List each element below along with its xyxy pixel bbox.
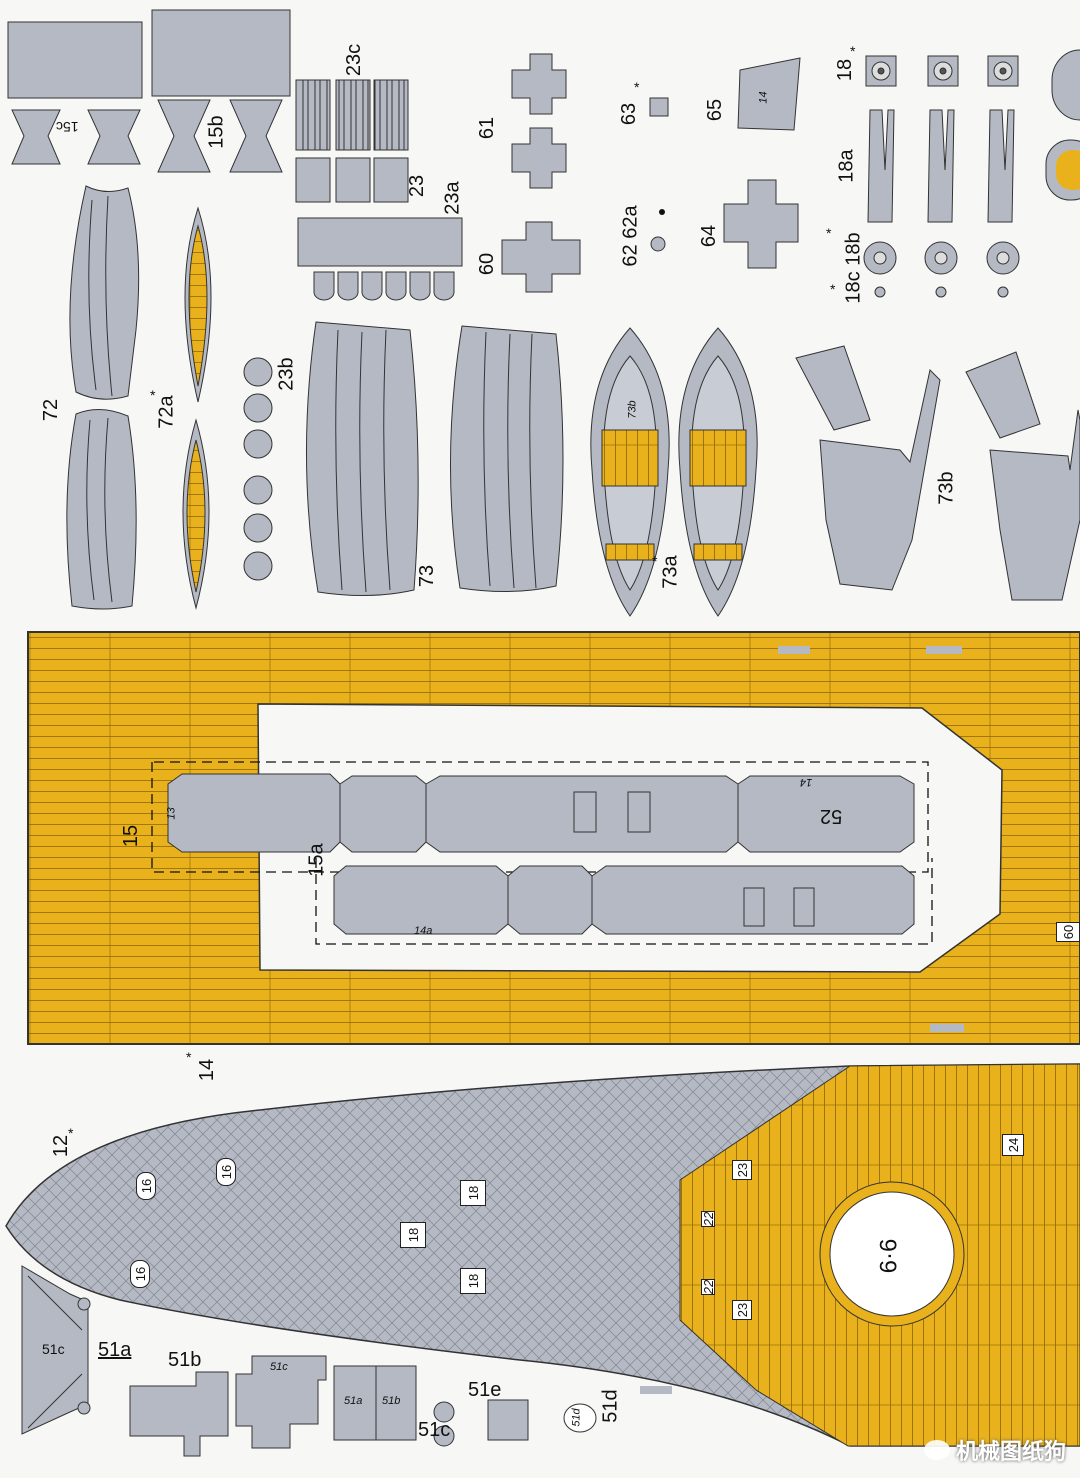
label-63-star: * xyxy=(634,79,640,95)
label-51c-frame: 51c xyxy=(42,1341,65,1357)
label-72a-star: * xyxy=(150,387,156,403)
label-51c-box: 51c xyxy=(270,1361,288,1373)
label-52: 52 xyxy=(820,805,843,827)
label-73: 73 xyxy=(416,564,439,588)
part-15a-strip xyxy=(333,865,915,935)
part-64-cross xyxy=(723,179,799,269)
label-14-big: 14 xyxy=(196,1058,219,1082)
part-73b-frames xyxy=(795,345,1080,601)
part-15c-panel xyxy=(7,21,143,99)
part-61-crosses xyxy=(511,53,567,189)
label-12-star: * xyxy=(68,1125,74,1141)
label-61: 61 xyxy=(476,116,499,140)
part-15b-panel xyxy=(151,9,291,97)
label-13: 13 xyxy=(165,807,178,820)
part-51-frame xyxy=(21,1265,91,1435)
label-23: 23 xyxy=(406,174,429,198)
marker-16: 16 xyxy=(136,1172,156,1200)
part-65 xyxy=(737,57,801,131)
label-23b: 23b xyxy=(275,357,298,391)
label-18a: 18a xyxy=(835,149,858,183)
label-51a-box: 51a xyxy=(344,1395,363,1407)
marker-18: 18 xyxy=(400,1222,426,1248)
label-73b: 73b xyxy=(935,471,958,505)
part-51b-assembly xyxy=(129,1355,417,1457)
parts-18b xyxy=(863,241,1020,275)
label-18c-star: * xyxy=(830,281,836,297)
label-15a: 15a xyxy=(305,843,328,877)
part-72a-boats xyxy=(182,206,212,610)
part-73-hull xyxy=(305,321,564,597)
label-60-deck: 60 xyxy=(1056,922,1080,942)
part-63 xyxy=(649,97,669,117)
crates-23 xyxy=(295,157,409,203)
lifebuoy-parts xyxy=(1045,49,1080,201)
label-62-62a: 62 62a xyxy=(619,205,642,267)
marker-16: 16 xyxy=(216,1158,236,1186)
part-23a-plate xyxy=(297,217,463,267)
marker-23: 23 xyxy=(732,1160,752,1180)
part-62a xyxy=(659,209,665,215)
label-15c: 15c xyxy=(56,119,79,135)
hatch-label-66: 6·6 xyxy=(875,1238,903,1274)
label-65-inner: 14 xyxy=(757,91,770,104)
label-51e: 51e xyxy=(468,1379,502,1401)
label-15: 15 xyxy=(120,824,143,848)
marker-16: 16 xyxy=(130,1260,150,1288)
label-18b-star: * xyxy=(826,225,832,241)
part-62 xyxy=(650,236,666,252)
marker-22: 22 xyxy=(700,1211,716,1227)
tabs-23a xyxy=(313,271,455,301)
label-14a: 14a xyxy=(414,925,433,937)
label-63: 63 xyxy=(618,102,641,126)
parts-51e xyxy=(433,1401,455,1447)
label-51d-oval: 51d xyxy=(570,1408,583,1427)
stands-15c xyxy=(11,109,141,165)
label-18: 18 xyxy=(834,58,857,82)
boat-label-73b: 73b xyxy=(626,400,639,419)
label-23c: 23c xyxy=(343,43,366,77)
crates-23c xyxy=(295,79,409,151)
label-60: 60 xyxy=(476,252,499,276)
marker-18: 18 xyxy=(460,1180,486,1206)
label-73a: 73a xyxy=(659,555,682,589)
wechat-icon xyxy=(923,1440,950,1460)
label-72: 72 xyxy=(40,398,63,422)
marker-23: 23 xyxy=(732,1300,752,1320)
parts-23b-wheels xyxy=(243,357,273,581)
part-51e-box xyxy=(487,1399,529,1441)
label-51d: 51d xyxy=(599,1389,622,1423)
label-51b: 51b xyxy=(168,1349,202,1371)
marker-22: 22 xyxy=(700,1279,716,1295)
guide-lines xyxy=(151,761,933,945)
label-15b: 15b xyxy=(205,115,228,149)
label-14-big-star: * xyxy=(186,1049,192,1065)
part-72-hull xyxy=(66,185,140,610)
part-60-cross xyxy=(501,221,581,293)
label-72a: 72a xyxy=(155,395,178,429)
part-51d xyxy=(563,1403,597,1433)
label-18c-18b: 18c 18b xyxy=(842,232,865,304)
bow-deck xyxy=(5,1063,1080,1447)
label-64: 64 xyxy=(698,224,721,248)
marker-24: 24 xyxy=(1002,1134,1024,1156)
stands-15b xyxy=(157,99,283,173)
part-52-strip xyxy=(167,773,915,853)
marker-18: 18 xyxy=(460,1268,486,1294)
label-51b-box: 51b xyxy=(382,1395,401,1407)
label-51c: 51c xyxy=(418,1419,451,1441)
label-23a: 23a xyxy=(441,181,464,215)
label-73a-star: * xyxy=(652,553,658,569)
watermark-text: 机械图纸狗 xyxy=(955,1439,1066,1464)
parts-18c xyxy=(874,286,1009,298)
parts-18 xyxy=(865,55,1019,87)
label-65: 65 xyxy=(704,98,727,122)
watermark: 机械图纸狗 xyxy=(923,1434,1066,1466)
label-51a: 51a xyxy=(98,1339,132,1361)
parts-18a xyxy=(867,109,1015,223)
part-73a-boats xyxy=(590,327,758,617)
label-14: 14 xyxy=(800,776,813,788)
label-18-star: * xyxy=(850,43,856,59)
